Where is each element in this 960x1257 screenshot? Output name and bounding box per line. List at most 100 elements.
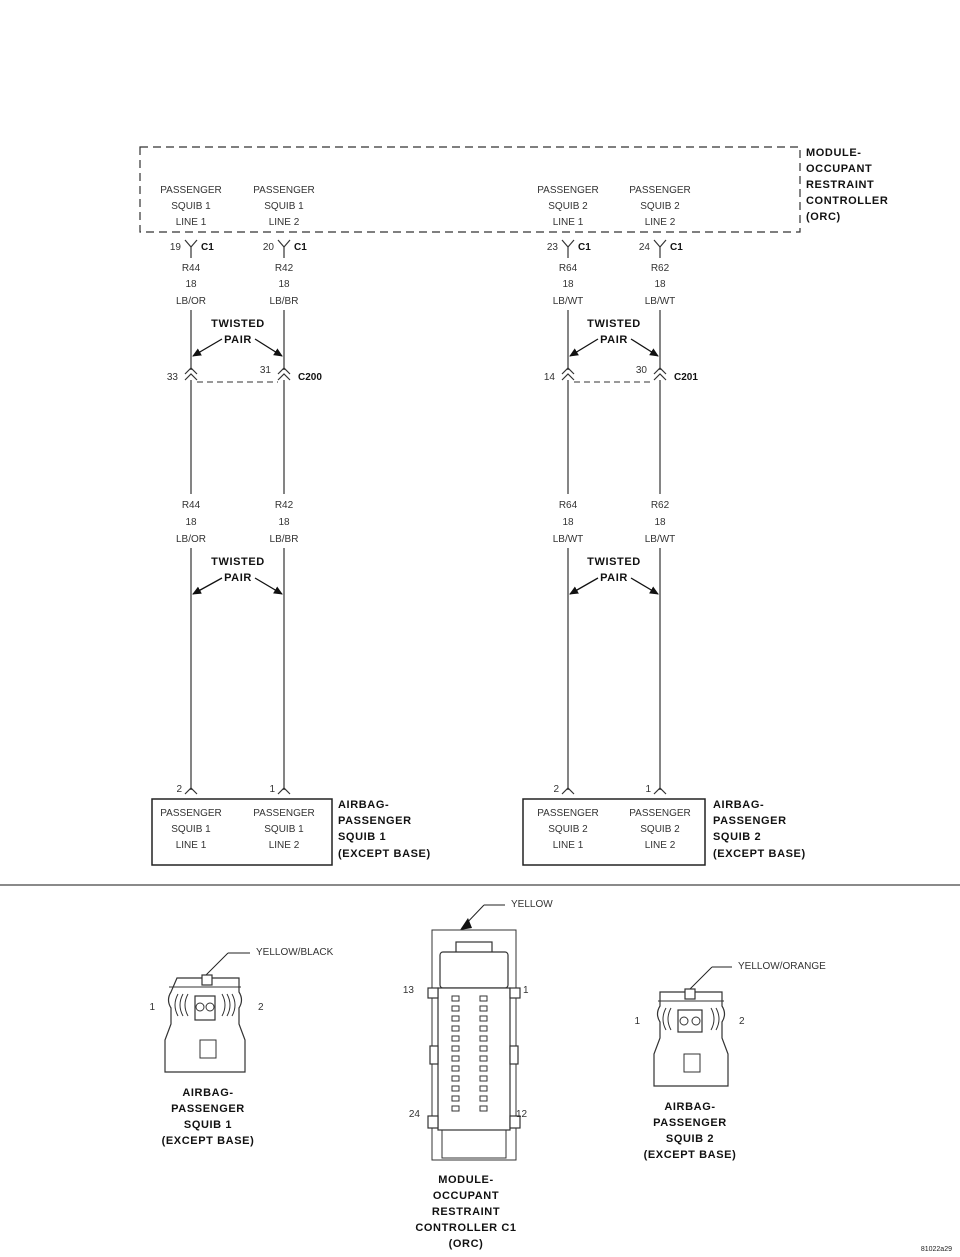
pin-number: 1 [269, 784, 275, 795]
wire-color: LB/WT [553, 296, 584, 307]
fork-connector-icon [184, 239, 198, 248]
squib-title-line: SQUIB 2 [713, 831, 761, 843]
orc-pin-label-2: PASSENGER SQUIB 1 LINE 2 [253, 185, 315, 228]
fork-connector-icon [561, 239, 575, 248]
pin-label-line: SQUIB 1 [171, 201, 211, 212]
pin-number: 2 [258, 1002, 264, 1013]
orc-pin-label-4: PASSENGER SQUIB 2 LINE 2 [629, 185, 691, 228]
pin-label-line: SQUIB 2 [548, 201, 588, 212]
terminal-cavity [451, 1035, 460, 1042]
twisted-pair-lower-left: TWISTED PAIR [192, 556, 283, 595]
orc-pin-label-3: PASSENGER SQUIB 2 LINE 1 [537, 185, 599, 228]
wire-color-callout: YELLOW/ORANGE [738, 961, 826, 972]
terminal-cavity [451, 1085, 460, 1092]
connector-title-line: OCCUPANT [433, 1190, 499, 1202]
terminal-cavity [479, 1105, 488, 1112]
inline-connector-icon [653, 367, 667, 381]
pin-label-line: LINE 2 [645, 217, 676, 228]
terminal-cavity [479, 1055, 488, 1062]
twisted-pair-lower-right: TWISTED PAIR [569, 556, 659, 595]
connector-title-line: RESTRAINT [432, 1206, 500, 1218]
cavity-number: 24 [639, 242, 651, 253]
wire-gauge: 18 [654, 517, 666, 528]
wire-label-lower-r62: R62 18 LB/WT [645, 500, 676, 545]
terminal-cavity [451, 1105, 460, 1112]
terminal-cavity [451, 1095, 460, 1102]
pin-number: 24 [409, 1109, 421, 1120]
squib-line-label: SQUIB 2 [640, 824, 680, 835]
squib-title-line: PASSENGER [338, 815, 412, 827]
pin-label-line: SQUIB 1 [264, 201, 304, 212]
connector-view-orc-c1: YELLOW 13 1 24 12 MODULE [403, 899, 553, 1250]
pin-label-line: LINE 1 [553, 217, 584, 228]
wire-color: LB/OR [176, 534, 206, 545]
squib-connector-body [653, 991, 729, 1087]
wire-color-callout: YELLOW/BLACK [256, 947, 334, 958]
twisted-pair-label: TWISTED [211, 318, 265, 330]
wire-color-callout: YELLOW [511, 899, 553, 910]
pin-number: 1 [523, 985, 529, 996]
squib-line-label: SQUIB 1 [264, 824, 304, 835]
latch-tab [684, 988, 696, 1000]
squib-1-component: PASSENGER SQUIB 1 LINE 1 PASSENGER SQUIB… [151, 798, 430, 866]
leader-line [688, 966, 713, 991]
wire-gauge: 18 [278, 517, 290, 528]
wire-circuit: R42 [275, 500, 294, 511]
leader-line [204, 952, 229, 977]
female-terminal-icon [184, 787, 198, 795]
twisted-pair-label: TWISTED [587, 318, 641, 330]
female-terminal-icon [653, 787, 667, 795]
terminal-cavity [451, 1025, 460, 1032]
wire-gauge: 18 [562, 517, 574, 528]
wire-gauge: 18 [185, 517, 197, 528]
squib-title-line: AIRBAG- [338, 799, 389, 811]
wire-color: LB/BR [270, 296, 299, 307]
arrow-icon [569, 577, 599, 595]
wire-circuit: R44 [182, 500, 201, 511]
wire-lines [190, 247, 661, 790]
wire-label-upper-r62: R62 18 LB/WT [645, 263, 676, 307]
squib-line-label: PASSENGER [629, 808, 691, 819]
twisted-pair-upper-right: TWISTED PAIR [569, 318, 659, 357]
twisted-pair-label: TWISTED [587, 556, 641, 568]
connector-ear [427, 987, 439, 999]
orc-module: MODULE- OCCUPANT RESTRAINT CONTROLLER (O… [139, 146, 888, 233]
squib-line-label: SQUIB 2 [548, 824, 588, 835]
c1-cavity-20: 20 C1 [263, 239, 307, 253]
orc-title-line: CONTROLLER [806, 195, 888, 207]
connector-ribs-icon [662, 1007, 672, 1031]
terminal-cavity [479, 1045, 488, 1052]
inline-connector-icon [277, 367, 291, 381]
terminal-cavity [679, 1016, 689, 1026]
connector-name: C1 [201, 242, 214, 253]
terminal-cavity [195, 1002, 205, 1012]
arrow-icon [630, 338, 659, 357]
squib-line-label: PASSENGER [537, 808, 599, 819]
terminal-cavity [451, 1005, 460, 1012]
connector-title-line: CONTROLLER C1 [415, 1222, 516, 1234]
connector-view-squib-1: YELLOW/BLACK 1 2 AIRBAG- PASSENGER SQUIB… [149, 947, 333, 1147]
twisted-pair-label: PAIR [224, 572, 252, 584]
orc-module-outline [139, 146, 801, 233]
connector-window [683, 1053, 701, 1073]
squib-line-label: LINE 2 [645, 840, 676, 851]
squib-2-box [522, 798, 706, 866]
terminal-cavity [479, 1085, 488, 1092]
wire-circuit: R64 [559, 263, 578, 274]
orc-title-line: MODULE- [806, 147, 862, 159]
connector-ear [509, 1115, 521, 1129]
wire-circuit: R42 [275, 263, 294, 274]
terminal-cavity [479, 1035, 488, 1042]
terminal-grid [451, 995, 488, 1112]
cavity-number: 30 [636, 365, 648, 376]
terminal-cavity [479, 1065, 488, 1072]
arrow-icon [192, 338, 223, 357]
terminal-cavity [691, 1016, 701, 1026]
squib-title-line: PASSENGER [713, 815, 787, 827]
arrow-icon [192, 577, 223, 595]
c1-cavity-24: 24 C1 [639, 239, 683, 253]
connector-name: C1 [294, 242, 307, 253]
inline-connector-c201: 14 30 C201 [544, 365, 698, 383]
connector-title-line: (EXCEPT BASE) [162, 1135, 255, 1147]
pin-number: 13 [403, 985, 415, 996]
